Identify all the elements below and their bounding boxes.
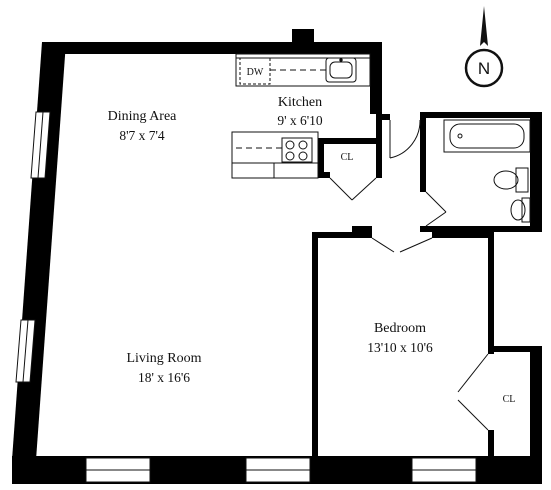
compass-ring <box>464 48 504 88</box>
bedroom-left-wall <box>312 232 318 458</box>
window-left-lower <box>15 319 36 383</box>
kitchen-name: Kitchen <box>278 95 322 110</box>
kitchen-closet-left-wall <box>318 138 324 178</box>
compass-north-label: N <box>478 59 490 78</box>
lower-counter <box>231 131 319 179</box>
bedroom-top-wall-left <box>312 232 356 238</box>
window-bottom-2 <box>245 457 311 483</box>
bedroom-closet-top-wall <box>488 346 542 352</box>
kitchen-closet-label: CL <box>341 152 354 163</box>
top-wall <box>42 42 382 54</box>
dishwasher-label: DW <box>247 67 264 78</box>
living-room-dimensions: 18' x 16'6 <box>138 370 190 385</box>
kitchen-closet-top-wall <box>318 138 382 144</box>
top-wall-bump <box>292 29 314 43</box>
kitchen-fixtures <box>231 53 371 179</box>
door-hall <box>389 119 421 159</box>
door-bedroom-closet <box>457 353 489 431</box>
bedroom-closet-label: CL <box>503 394 516 405</box>
bedroom-right-wall <box>530 346 542 466</box>
dishwasher <box>239 57 271 85</box>
room-labels: Dining Area 8'7 x 7'4 Kitchen 9' x 6'10 … <box>108 67 516 405</box>
hall-wall-upper <box>376 114 382 138</box>
kitchen-stove <box>281 137 313 163</box>
dining-area-name: Dining Area <box>108 109 178 124</box>
kitchen-sink <box>325 57 357 83</box>
door-bedroom <box>371 237 433 253</box>
compass: N <box>464 6 504 88</box>
windows <box>15 111 477 483</box>
kitchen-closet-bottom-left <box>318 172 330 178</box>
compass-needle <box>480 6 488 46</box>
bath-right-wall <box>530 112 542 232</box>
window-left-upper <box>30 111 51 179</box>
left-wall <box>12 42 66 460</box>
window-bottom-3 <box>411 457 477 483</box>
kitchen-dimensions: 9' x 6'10 <box>277 113 323 128</box>
kitchen-closet-right-wall <box>376 138 382 178</box>
bathtub <box>443 119 531 153</box>
dining-area-dimensions: 8'7 x 7'4 <box>119 128 165 143</box>
bedroom-top-wall-right <box>432 232 490 238</box>
living-room-name: Living Room <box>126 351 201 366</box>
bath-left-wall-upper <box>420 112 426 192</box>
bedroom-dimensions: 13'10 x 10'6 <box>367 340 433 355</box>
window-bottom-1 <box>85 457 151 483</box>
bathroom-sink <box>510 197 531 223</box>
door-bathroom <box>425 191 447 227</box>
bedroom-top-wall-post <box>352 226 372 238</box>
doors <box>329 119 489 431</box>
bedroom-name: Bedroom <box>374 321 426 336</box>
toilet <box>493 167 529 193</box>
upper-counter <box>235 53 371 87</box>
bedroom-right-wall-upper <box>488 232 494 354</box>
bath-top-wall <box>420 112 542 118</box>
interior-walls <box>312 112 542 460</box>
hall-wall-stub <box>382 114 390 120</box>
kitchen-right-wall <box>370 42 382 114</box>
bedroom-closet-left-wall-lower <box>488 430 494 460</box>
door-kitchen-closet <box>329 177 377 201</box>
bath-bottom-wall <box>420 226 542 232</box>
bathroom-fixtures <box>443 119 531 223</box>
